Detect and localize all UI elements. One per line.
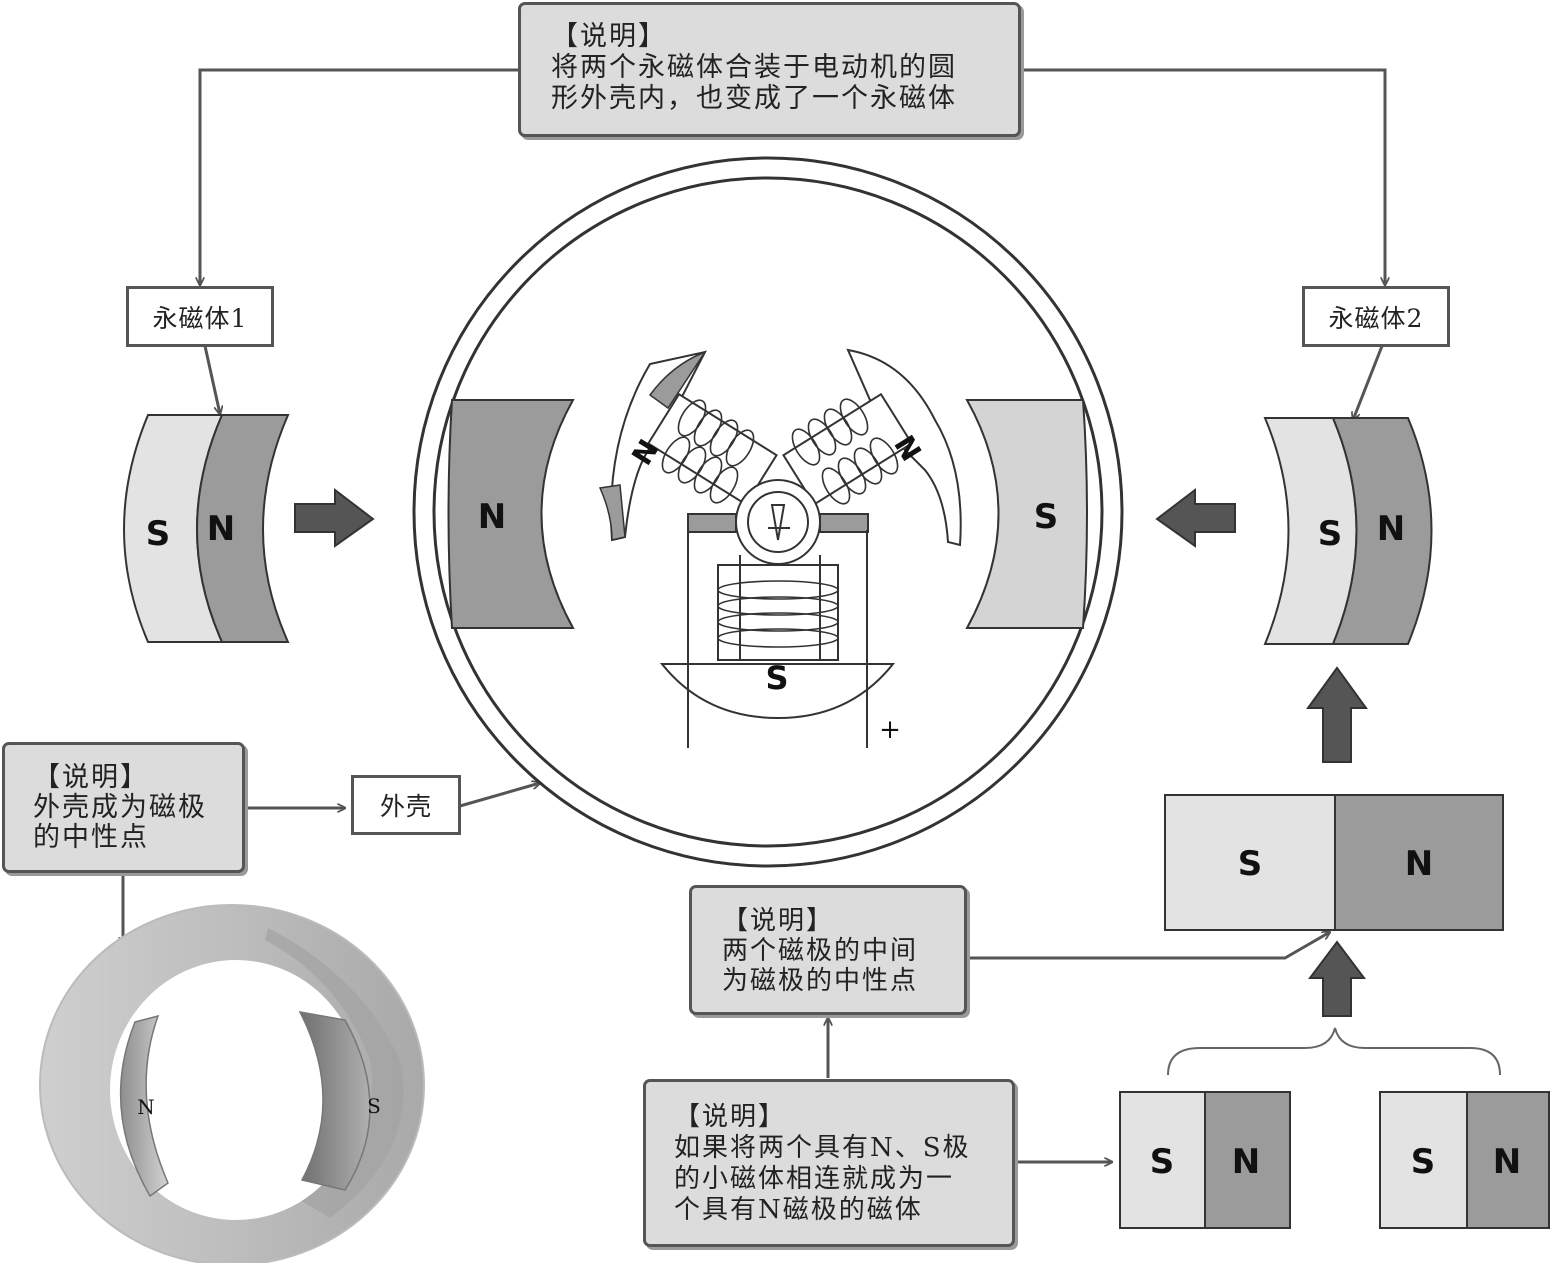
note-left: 【说明】 外壳成为磁极 的中性点 xyxy=(2,742,245,873)
magnet2-arc: S N xyxy=(1263,417,1433,645)
connector-label1-to-magnet1 xyxy=(203,345,220,414)
arrow-up-lower xyxy=(1308,940,1366,1017)
note-middle-line-1: 两个磁极的中间 xyxy=(722,936,919,966)
arrow-up-upper xyxy=(1306,666,1368,763)
note-top-line-1: 将两个永磁体合装于电动机的圆 xyxy=(551,52,957,83)
connector-middlenote-to-combined xyxy=(966,932,1330,960)
magnet1-n-segment xyxy=(196,414,290,643)
note-bottom-line-3: 个具有N磁极的磁体 xyxy=(674,1195,923,1225)
note-top: 【说明】 将两个永磁体合装于电动机的圆 形外壳内，也变成了一个永磁体 xyxy=(518,2,1021,137)
stator-magnet-s xyxy=(965,399,1088,629)
arrow-left-block xyxy=(1155,487,1236,548)
stator-pole-n: N xyxy=(478,497,506,537)
note-middle-line-2: 为磁极的中性点 xyxy=(722,966,919,996)
note-left-line-1: 外壳成为磁极 xyxy=(33,792,207,823)
magnet1-pole-n: N xyxy=(207,509,235,549)
combined-pole-n: N xyxy=(1405,844,1433,884)
small-magnet-right: S N xyxy=(1379,1091,1550,1229)
commutator xyxy=(687,479,869,565)
note-top-title: 【说明】 xyxy=(551,21,667,52)
cylinder-magnet-s-shape xyxy=(298,1010,371,1191)
small-left-pole-s: S xyxy=(1150,1142,1175,1182)
label-shell: 外壳 xyxy=(351,775,461,835)
stator-magnet-n xyxy=(447,399,575,629)
magnet2-n-segment xyxy=(1331,417,1433,645)
connector-top-to-magnet2 xyxy=(1020,68,1385,285)
small-left-pole-n: N xyxy=(1232,1142,1260,1182)
rotor-pole-bottom: S xyxy=(659,564,896,720)
note-bottom-line-1: 如果将两个具有N、S极 xyxy=(674,1133,971,1163)
terminal-plus-sign: + xyxy=(879,715,901,745)
small-magnet-left: S N xyxy=(1119,1091,1291,1229)
magnet2-pole-n: N xyxy=(1377,509,1405,549)
connector-shell-label-to-shell xyxy=(459,783,540,808)
connector-label2-to-magnet2 xyxy=(1353,345,1384,420)
magnet1-arc: S N xyxy=(123,414,290,643)
small-right-pole-n: N xyxy=(1493,1142,1521,1182)
note-top-line-2: 形外壳内，也变成了一个永磁体 xyxy=(551,83,957,114)
stator-pole-s: S xyxy=(1034,497,1059,537)
note-bottom-title: 【说明】 xyxy=(674,1102,787,1132)
note-middle: 【说明】 两个磁极的中间 为磁极的中性点 xyxy=(689,885,967,1015)
cylinder-opening xyxy=(110,960,362,1220)
cylinder-pole-n: N xyxy=(137,1095,155,1119)
note-bottom-line-2: 的小磁体相连就成为一 xyxy=(674,1164,955,1194)
note-left-title: 【说明】 xyxy=(33,762,149,793)
cylinder-pole-s: S xyxy=(367,1094,381,1118)
combined-bar-magnet: S N xyxy=(1164,794,1504,931)
label-magnet1: 永磁体1 xyxy=(126,286,274,347)
cylinder-magnet-n-shape xyxy=(119,1014,169,1198)
note-left-line-2: 的中性点 xyxy=(33,822,149,853)
label-magnet2: 永磁体2 xyxy=(1302,286,1450,347)
cylinder-shell: N S xyxy=(39,904,425,1263)
magnet2-s-segment xyxy=(1263,417,1358,645)
combined-pole-s: S xyxy=(1238,844,1263,884)
magnet2-pole-s: S xyxy=(1318,514,1343,554)
small-right-pole-s: S xyxy=(1411,1142,1436,1182)
motor: N S N xyxy=(412,156,1124,868)
note-middle-title: 【说明】 xyxy=(722,906,835,936)
arrow-right-block xyxy=(294,487,375,548)
note-bottom: 【说明】 如果将两个具有N、S极 的小磁体相连就成为一 个具有N磁极的磁体 xyxy=(643,1079,1015,1247)
magnet1-pole-s: S xyxy=(146,514,171,554)
connector-top-to-magnet1 xyxy=(200,68,518,285)
rotor-pole-s-bottom: S xyxy=(765,659,788,697)
brace xyxy=(1167,1027,1501,1076)
